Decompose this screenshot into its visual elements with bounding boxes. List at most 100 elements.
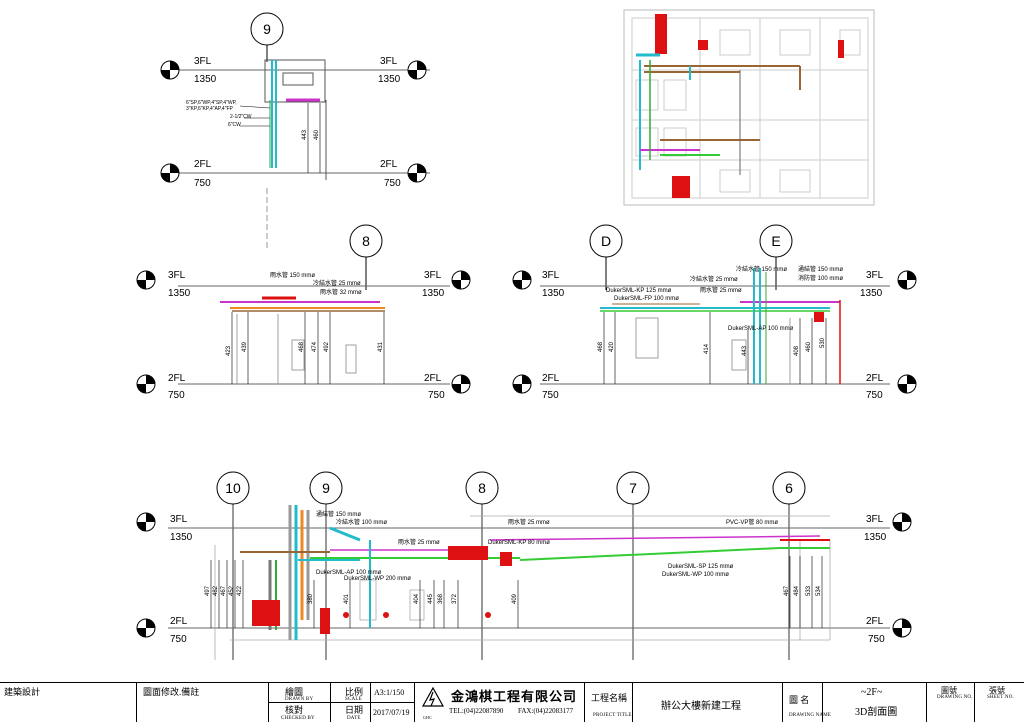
section-9-top: 9 3FL 1350 3FL 1350 2FL 750 2FL 750 6"SP…	[160, 12, 430, 250]
dim-de-420: 420	[609, 341, 615, 352]
level-datum-icon	[407, 60, 427, 80]
level-2fl-elev-r: 750	[384, 178, 401, 189]
dim-8-431: 431	[378, 341, 384, 352]
dim-9-460: 460	[314, 129, 320, 140]
label-de-rain25: 雨水管 25 mmø	[700, 286, 742, 294]
dim-long-l2: 467	[221, 585, 227, 596]
level-3fl: 3FL	[194, 56, 212, 67]
dim-long-r2: 533	[806, 585, 812, 596]
level-datum-icon	[892, 512, 912, 532]
level-3fl-r: 3FL	[424, 270, 442, 281]
project-en: PROJECT TITLE	[593, 713, 632, 718]
grid-bubble-8-long: 8	[478, 480, 486, 496]
label-long-pvc80: PVC-VP管 80 mmø	[726, 518, 778, 526]
label-long-sp125: DukerSML-SP 125 mmø	[668, 564, 734, 570]
dim-8-474: 474	[312, 341, 318, 352]
label-long-wp100: DukerSML-WP 100 mmø	[662, 572, 729, 578]
level-datum-icon	[451, 270, 471, 290]
label-long-rain25a: 雨水管 25 mmø	[398, 538, 440, 546]
drawing-name-2: 3D剖面圖	[855, 707, 898, 718]
level-2fl-elev: 750	[168, 390, 185, 401]
drawn-label: 繪圖	[285, 687, 304, 697]
level-2fl-r: 2FL	[424, 373, 442, 384]
company-fax: FAX:(04)22083177	[518, 707, 574, 715]
drawing-name-cell: ~2F~ 3D剖面圖	[822, 683, 926, 722]
level-2fl-elev: 750	[542, 390, 559, 401]
dim-long-m1: 401	[344, 593, 350, 604]
design-label: 建築設計	[4, 687, 41, 697]
level-3fl: 3FL	[168, 270, 186, 281]
level-2fl: 2FL	[542, 373, 560, 384]
level-datum-icon	[512, 374, 532, 394]
dim-long-m0: 380	[308, 593, 314, 604]
drawing-label-cell: 圖 名 DRAWING NAME	[782, 683, 831, 722]
scale-date-value-cell: A3:1/150 2017/07/19	[370, 683, 415, 722]
dim-long-m4: 368	[438, 593, 444, 604]
level-2fl-r: 2FL	[380, 159, 398, 170]
project-label: 工程名稱	[591, 693, 628, 703]
grid-bubble-7: 7	[629, 480, 637, 496]
level-3fl-elev-r: 1350	[378, 74, 401, 85]
section-8: 8 3FL 1350 3FL 1350 2FL 750 2FL 750 雨水管 …	[136, 224, 471, 401]
level-3fl-r: 3FL	[866, 270, 884, 281]
label-8-rain32: 雨水管 32 mmø	[320, 288, 362, 296]
level-2fl-r: 2FL	[866, 373, 884, 384]
drawing-label: 圖 名	[789, 695, 810, 705]
company-cell: GHC 金鴻棋工程有限公司 TEL:(04)22087890 FAX:(04)2…	[414, 683, 584, 722]
label-de-kp125: DukerSML-KP 125 mmø	[606, 288, 672, 294]
dim-de-530: 530	[820, 337, 826, 348]
company-tel: TEL:(04)22087890	[449, 707, 504, 715]
drawn-en: DRAWN BY	[285, 697, 314, 702]
title-block: 建築設計 圖面修改.備註 繪圖 DRAWN BY 核對 CHECKED BY 比…	[0, 682, 1024, 722]
date-label: 日期	[345, 705, 364, 715]
callout-9c: 2-1/2"CW	[230, 114, 252, 120]
label-long-rain25b: 雨水管 25 mmø	[508, 518, 550, 526]
level-datum-icon	[136, 618, 156, 638]
level-3fl: 3FL	[542, 270, 560, 281]
drawing-en: DRAWING NAME	[789, 713, 832, 718]
dim-long-r0: 467	[784, 585, 790, 596]
level-3fl-elev: 1350	[194, 74, 217, 85]
dim-de-443: 443	[742, 345, 748, 356]
dim-long-r3: 534	[816, 585, 822, 596]
dim-9-443: 443	[302, 129, 308, 140]
revision-cell: 圖面修改.備註	[136, 683, 268, 722]
level-2fl-elev-r: 750	[428, 390, 445, 401]
scale-label: 比例	[345, 687, 364, 697]
dim-long-m6: 409	[512, 593, 518, 604]
sheet-no-label: 張號	[989, 686, 1005, 695]
dim-long-l4: 422	[237, 585, 243, 596]
date-en: DATE	[347, 716, 361, 721]
level-3fl-r: 3FL	[380, 56, 398, 67]
company-name: 金鴻棋工程有限公司	[451, 689, 578, 704]
label-long-cond100: 冷結水管 100 mmø	[336, 518, 387, 526]
project-label-cell: 工程名稱 PROJECT TITLE	[584, 683, 632, 722]
dim-de-408: 408	[794, 345, 800, 356]
checked-en: CHECKED BY	[281, 716, 315, 721]
level-datum-icon	[512, 270, 532, 290]
level-2fl: 2FL	[170, 616, 188, 627]
project-title: 辦公大樓新建工程	[661, 701, 741, 712]
level-2fl-elev-r: 750	[866, 390, 883, 401]
level-2fl: 2FL	[168, 373, 186, 384]
scale-en: SCALE	[345, 697, 362, 702]
level-2fl-elev-r: 750	[868, 634, 885, 645]
level-3fl-elev: 1350	[170, 532, 193, 543]
level-3fl: 3FL	[170, 514, 188, 525]
section-long: 10 9 8 7 6 3FL 1350 3FL 1350 2FL 750 2FL…	[136, 471, 912, 660]
dim-8-468: 468	[299, 341, 305, 352]
dim-8-492: 492	[324, 341, 330, 352]
label-de-ap100: DukerSML-AP 100 mmø	[728, 326, 794, 332]
dim-long-m3: 445	[428, 593, 434, 604]
plan-3d-view	[623, 9, 875, 206]
dim-de-460: 460	[806, 341, 812, 352]
dim-long-l0: 497	[205, 585, 211, 596]
level-datum-icon	[897, 270, 917, 290]
label-8-cond25: 冷結水管 25 mmø	[313, 279, 361, 287]
level-datum-icon	[136, 270, 156, 290]
level-3fl-elev-r: 1350	[864, 532, 887, 543]
label-8-rain150: 雨水管 150 mmø	[270, 271, 315, 279]
level-datum-icon	[160, 163, 180, 183]
level-2fl-r: 2FL	[866, 616, 884, 627]
